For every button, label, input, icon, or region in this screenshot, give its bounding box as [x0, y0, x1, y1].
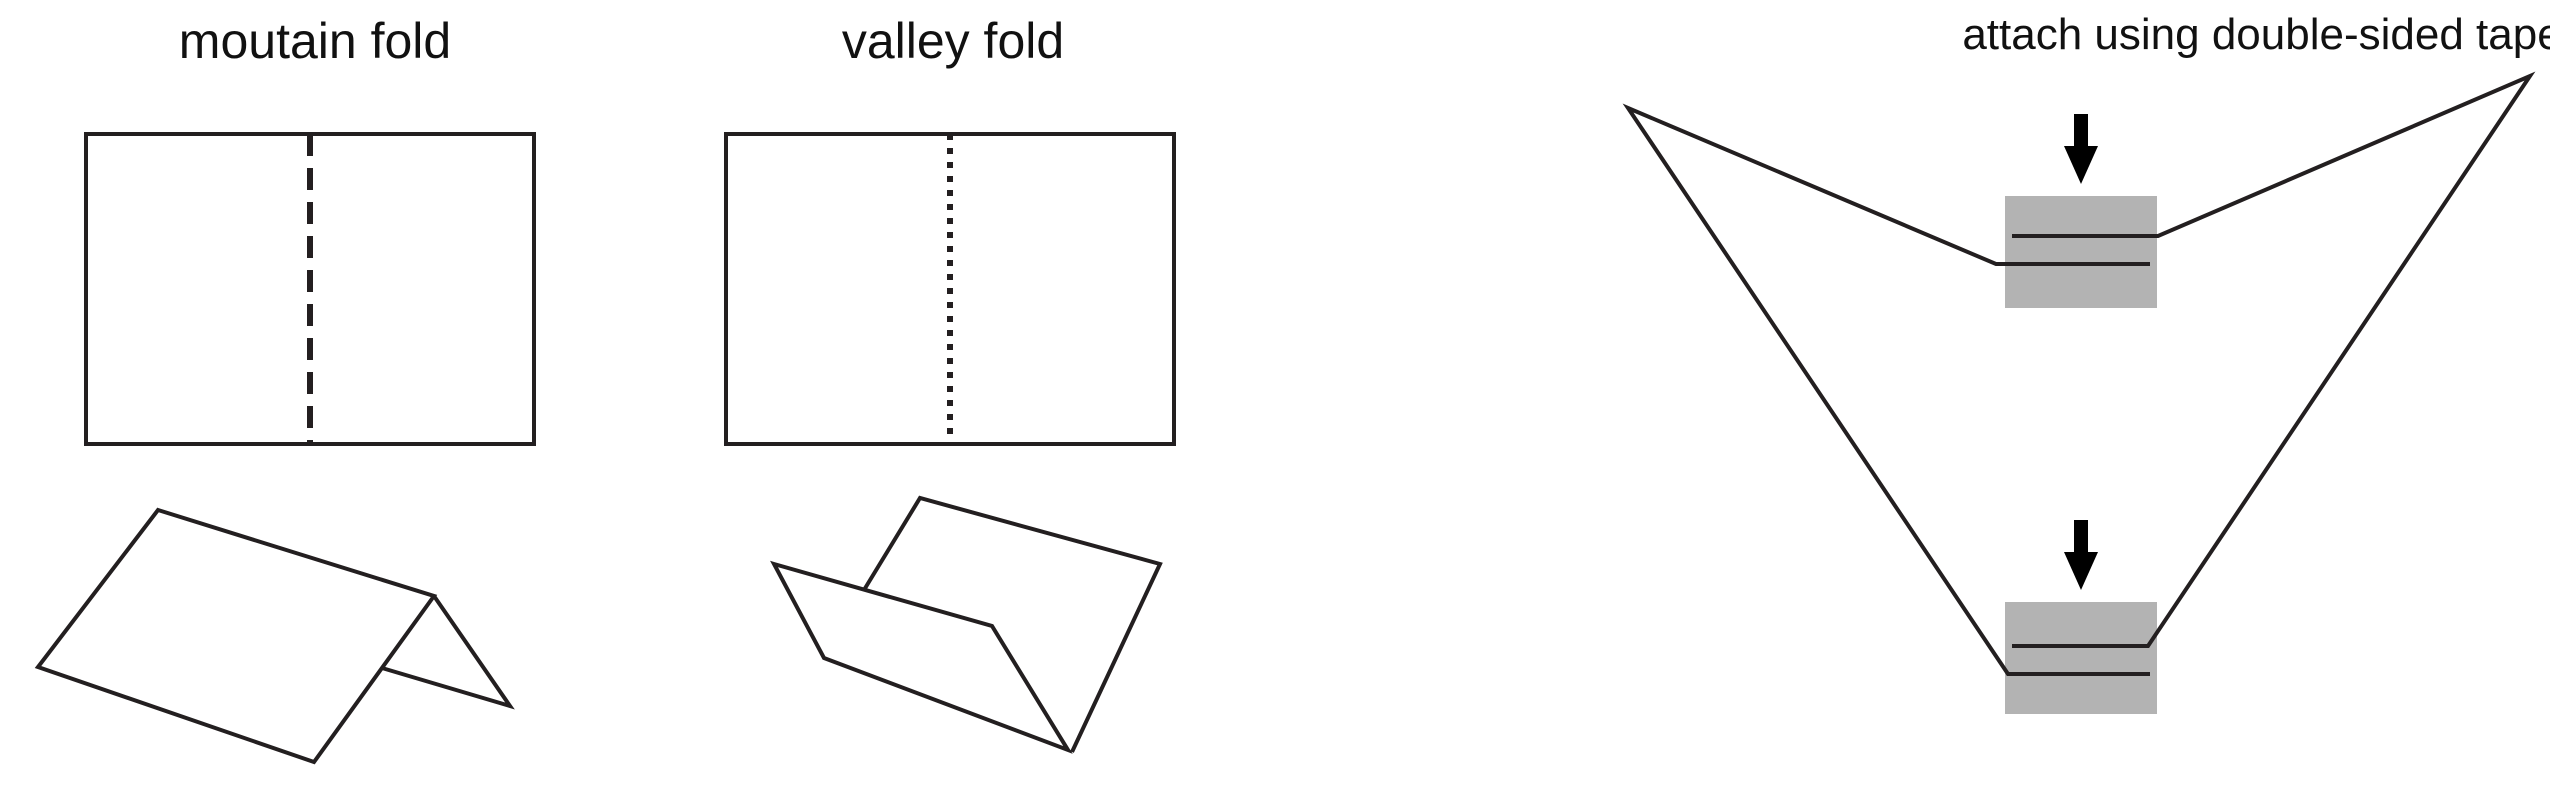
tape-piece-top	[2005, 196, 2157, 308]
arrow-down-icon	[2064, 114, 2098, 184]
valley-folded-back-face	[862, 495, 1163, 753]
valley-fold-title: valley fold	[841, 13, 1065, 69]
left-paper-edge	[1622, 103, 2150, 676]
arrow-down-icon	[2064, 520, 2098, 590]
mountain-folded-back-face	[381, 594, 515, 710]
tape-piece-bottom	[2005, 602, 2157, 714]
mountain-folded-front-face	[34, 507, 438, 765]
mountain-fold-title: moutain fold	[178, 13, 452, 69]
tape-instruction-title: attach using double-sided tape	[1962, 10, 2550, 59]
valley-folded-front-face	[770, 560, 1073, 754]
right-paper-edge	[2012, 71, 2536, 648]
